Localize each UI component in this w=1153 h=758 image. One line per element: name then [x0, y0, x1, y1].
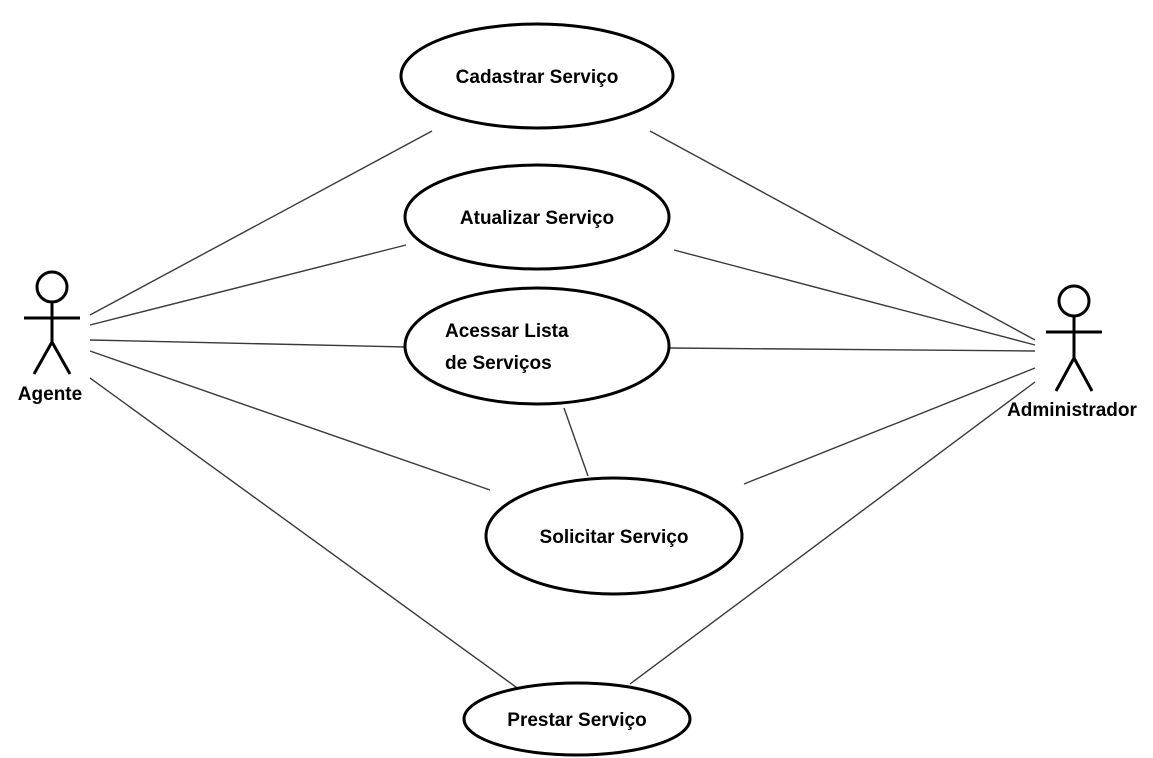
use-case-ellipse: [403, 286, 671, 406]
use-case-label: Prestar Serviço: [507, 710, 646, 731]
actor-agente: Agente: [18, 270, 82, 405]
use-case-label: Solicitar Serviço: [540, 527, 689, 548]
association-agente-prestar: [89, 377, 521, 691]
use-case-ellipse: [462, 681, 692, 757]
association-agente-solicitar: [89, 350, 491, 491]
use-case-ellipse: [484, 476, 744, 596]
actor-label: Administrador: [1007, 400, 1137, 421]
use-case-solicitar-servico: Solicitar Serviço: [484, 476, 744, 596]
use-case-ellipse: [399, 22, 675, 130]
associations: [89, 130, 1036, 691]
association-admin-atualizar: [673, 249, 1036, 346]
use-case-label-line-2: de Serviços: [445, 353, 552, 374]
use-case-acessar-lista-de-servicos: Acessar Lista de Serviços: [403, 286, 671, 406]
association-admin-prestar: [629, 381, 1036, 685]
use-case-prestar-servico: Prestar Serviço: [462, 681, 692, 757]
association-agente-cadastrar: [89, 130, 433, 316]
association-acessar-solicitar: [563, 407, 589, 477]
actor-label: Agente: [18, 384, 82, 405]
stick-figure-icon: [24, 270, 80, 375]
use-case-label: Atualizar Serviço: [460, 208, 614, 229]
stick-figure-icon: [1046, 284, 1102, 392]
use-case-cadastrar-servico: Cadastrar Serviço: [399, 22, 675, 130]
association-agente-atualizar: [89, 244, 407, 326]
actor-administrador: Administrador: [1007, 284, 1138, 421]
association-admin-cadastrar: [649, 130, 1036, 341]
use-case-label: Cadastrar Serviço: [456, 67, 619, 88]
use-case-label-line-1: Acessar Lista: [445, 321, 569, 342]
association-admin-acessar: [669, 347, 1036, 352]
association-admin-solicitar: [743, 367, 1036, 485]
use-case-atualizar-servico: Atualizar Serviço: [403, 163, 671, 271]
association-agente-acessar: [89, 339, 407, 348]
use-case-ellipse: [403, 163, 671, 271]
